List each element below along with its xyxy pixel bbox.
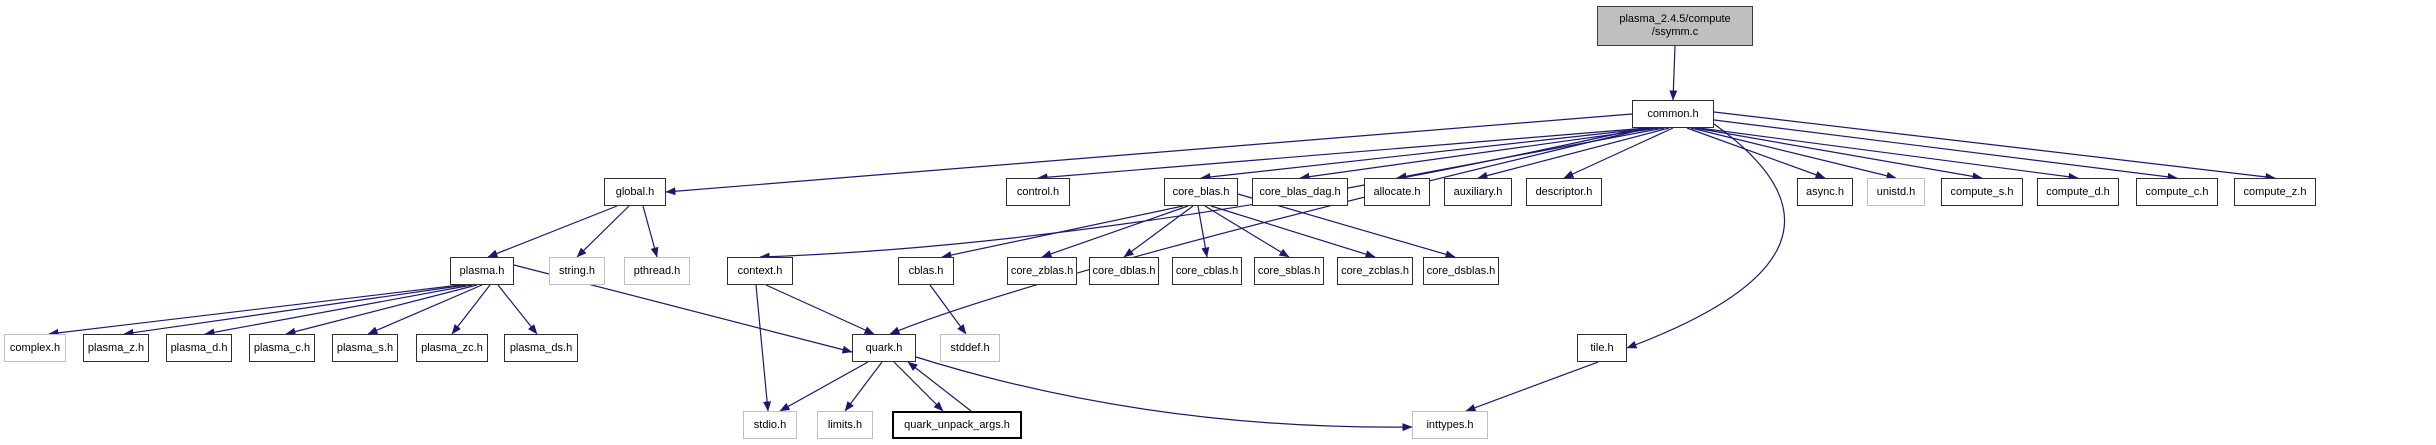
node-complex: complex.h — [4, 334, 66, 362]
node-plasma[interactable]: plasma.h — [450, 257, 514, 285]
edge-common-to-compute_c — [1713, 119, 2178, 181]
edge-tile-to-inttypes — [1465, 361, 1599, 412]
node-quark[interactable]: quark.h — [852, 334, 916, 362]
node-compute-s[interactable]: compute_s.h — [1941, 178, 2023, 206]
edge-quark-to-inttypes — [915, 356, 1413, 432]
edge-common-to-descriptor — [1563, 127, 1674, 179]
edge-global-to-pthread — [642, 205, 659, 258]
edge-quark-to-quark_unpack_args — [893, 361, 944, 412]
node-tile[interactable]: tile.h — [1577, 334, 1627, 362]
edge-common-to-compute_d — [1698, 127, 2079, 181]
edge-context-to-quark — [765, 284, 875, 335]
edge-core_blas-to-core_zblas — [1041, 205, 1189, 258]
edge-global-to-plasma — [487, 205, 618, 258]
edge-common-to-compute_s — [1694, 127, 1983, 181]
node-plasma-z[interactable]: plasma_z.h — [83, 334, 149, 362]
node-global[interactable]: global.h — [604, 178, 666, 206]
edge-core_blas-to-core_sblas — [1204, 205, 1290, 258]
edge-plasma-to-plasma_s — [367, 284, 483, 335]
node-string: string.h — [549, 257, 605, 285]
edge-ssymm-to-common — [1669, 45, 1678, 101]
node-core-dblas[interactable]: core_dblas.h — [1089, 257, 1159, 285]
node-plasma-s[interactable]: plasma_s.h — [332, 334, 398, 362]
edge-common-to-quark — [889, 127, 1650, 335]
node-core-blas[interactable]: core_blas.h — [1164, 178, 1238, 206]
edge-core_blas-to-core_zcblas — [1210, 205, 1376, 258]
node-descriptor[interactable]: descriptor.h — [1526, 178, 1602, 206]
edge-core_blas-to-core_cblas — [1197, 205, 1210, 258]
node-compute-z[interactable]: compute_z.h — [2234, 178, 2316, 206]
edge-common-to-global — [665, 113, 1633, 196]
edge-plasma-to-plasma_d — [204, 284, 473, 337]
node-core-zcblas[interactable]: core_zcblas.h — [1337, 257, 1413, 285]
node-compute-d[interactable]: compute_d.h — [2037, 178, 2119, 206]
node-compute-c[interactable]: compute_c.h — [2136, 178, 2218, 206]
edge-plasma-to-plasma_z — [123, 284, 467, 337]
node-control[interactable]: control.h — [1006, 178, 1070, 206]
node-common[interactable]: common.h — [1632, 100, 1714, 128]
edge-cblas-to-stddef — [929, 284, 967, 335]
node-async[interactable]: async.h — [1797, 178, 1853, 206]
edge-common-to-core_blas — [1200, 127, 1654, 181]
node-core-dsblas[interactable]: core_dsblas.h — [1423, 257, 1499, 285]
edge-common-to-auxiliary — [1477, 127, 1670, 180]
edge-common-to-control — [1037, 127, 1648, 182]
node-plasma-c[interactable]: plasma_c.h — [249, 334, 315, 362]
node-stddef: stddef.h — [940, 334, 1000, 362]
edge-common-to-compute_z — [1713, 111, 2276, 181]
node-plasma-d[interactable]: plasma_d.h — [166, 334, 232, 362]
edge-common-to-context — [759, 127, 1644, 261]
edge-quark-to-stdio — [779, 361, 869, 412]
edge-common-to-allocate — [1396, 127, 1665, 181]
node-stdio: stdio.h — [743, 411, 797, 439]
node-ssymm: plasma_2.4.5/compute /ssymm.c — [1597, 6, 1753, 46]
edge-common-to-async — [1686, 127, 1826, 179]
node-context[interactable]: context.h — [727, 257, 793, 285]
node-quark-unpack-args[interactable]: quark_unpack_args.h — [892, 411, 1022, 439]
edge-quark-to-limits — [844, 361, 883, 412]
edge-common-to-tile — [1626, 123, 1785, 349]
node-core-zblas[interactable]: core_zblas.h — [1007, 257, 1077, 285]
edge-global-to-string — [576, 205, 630, 258]
node-allocate[interactable]: allocate.h — [1364, 178, 1430, 206]
node-cblas[interactable]: cblas.h — [898, 257, 954, 285]
edge-plasma-to-plasma_ds — [497, 284, 538, 335]
node-plasma-zc[interactable]: plasma_zc.h — [416, 334, 488, 362]
node-plasma-ds[interactable]: plasma_ds.h — [504, 334, 578, 362]
node-limits: limits.h — [817, 411, 873, 439]
node-auxiliary[interactable]: auxiliary.h — [1444, 178, 1512, 206]
edge-common-to-core_blas_dag — [1299, 127, 1660, 181]
node-core-cblas[interactable]: core_cblas.h — [1172, 257, 1242, 285]
edge-context-to-stdio — [755, 284, 772, 412]
edge-plasma-to-plasma_c — [285, 284, 478, 336]
node-core-blas-dag[interactable]: core_blas_dag.h — [1252, 178, 1348, 206]
node-pthread: pthread.h — [624, 257, 690, 285]
edge-common-to-unistd — [1690, 127, 1897, 180]
node-inttypes: inttypes.h — [1412, 411, 1488, 439]
edge-plasma-to-plasma_zc — [451, 284, 491, 335]
node-core-sblas[interactable]: core_sblas.h — [1254, 257, 1324, 285]
edge-core_blas-to-cblas — [941, 205, 1184, 259]
node-unistd: unistd.h — [1867, 178, 1925, 206]
edge-plasma-to-complex — [48, 284, 461, 337]
edge-quark_unpack_args-to-quark — [907, 361, 972, 412]
edge-core_blas-to-core_dblas — [1123, 205, 1194, 258]
